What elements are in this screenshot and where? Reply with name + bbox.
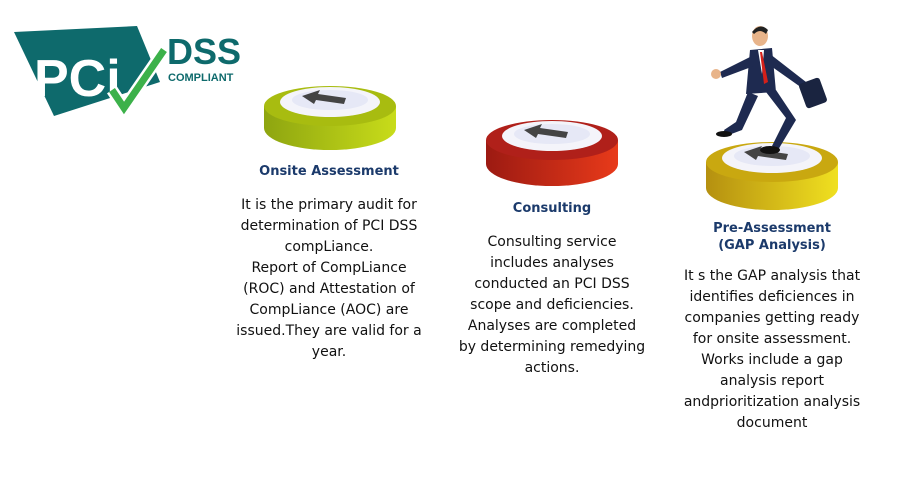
description-line: It is the primary audit for — [241, 197, 417, 213]
onsite-pedestal-icon — [264, 86, 396, 150]
svg-text:PCi: PCi — [34, 50, 121, 108]
description-line: for onsite assessment. — [692, 331, 852, 347]
description-line: compLiance. — [284, 239, 374, 255]
description-line: It s the GAP analysis that — [683, 268, 861, 284]
title-line: (GAP Analysis) — [718, 238, 826, 253]
description-line: Report of CompLiance — [251, 260, 407, 276]
description-line: determination of PCI DSS — [240, 218, 418, 234]
description-line: (ROC) and Attestation of — [243, 281, 415, 297]
description-line: Analyses are completed — [467, 318, 637, 334]
onsite-assessment-title: Onsite Assessment — [259, 164, 399, 179]
title-line: Pre-Assessment — [713, 221, 831, 236]
businessman-icon — [711, 26, 827, 154]
pre-assessment-title: Pre-Assessment (GAP Analysis) — [672, 220, 872, 254]
description-line: conducted an PCI DSS — [474, 276, 630, 292]
logo-dss-text: DSS — [167, 31, 242, 72]
description-line: Works include a gap — [701, 352, 843, 368]
description-line: issued.They are valid for a — [236, 323, 422, 339]
description-line: companies getting ready — [684, 310, 860, 326]
pci-dss-logo: PCi DSS COMPLIANT — [12, 24, 252, 119]
description-line: actions. — [524, 360, 580, 376]
pre-assessment-description: It s the GAP analysis that identifies de… — [662, 266, 882, 434]
description-line: Consulting service — [487, 234, 617, 250]
logo-compliant-text: COMPLIANT — [168, 72, 234, 84]
onsite-assessment-description: It is the primary audit for determinatio… — [219, 195, 439, 363]
consulting-title: Consulting — [512, 201, 592, 216]
description-line: document — [736, 415, 808, 431]
consulting-description: Consulting service includes analyses con… — [442, 232, 662, 379]
description-line: by determining remedying — [458, 339, 646, 355]
consulting-pedestal-icon — [486, 120, 618, 186]
pci-logo-mark: PCi — [14, 26, 169, 119]
description-line: scope and deficiencies. — [470, 297, 634, 313]
description-line: identifies deficiences in — [689, 289, 855, 305]
description-line: CompLiance (AOC) are — [249, 302, 409, 318]
description-line: year. — [311, 344, 347, 360]
description-line: includes analyses — [490, 255, 614, 271]
description-line: analysis report — [720, 373, 824, 389]
pre-assessment-pedestal-icon — [706, 142, 838, 210]
description-line: andprioritization analysis — [683, 394, 861, 410]
